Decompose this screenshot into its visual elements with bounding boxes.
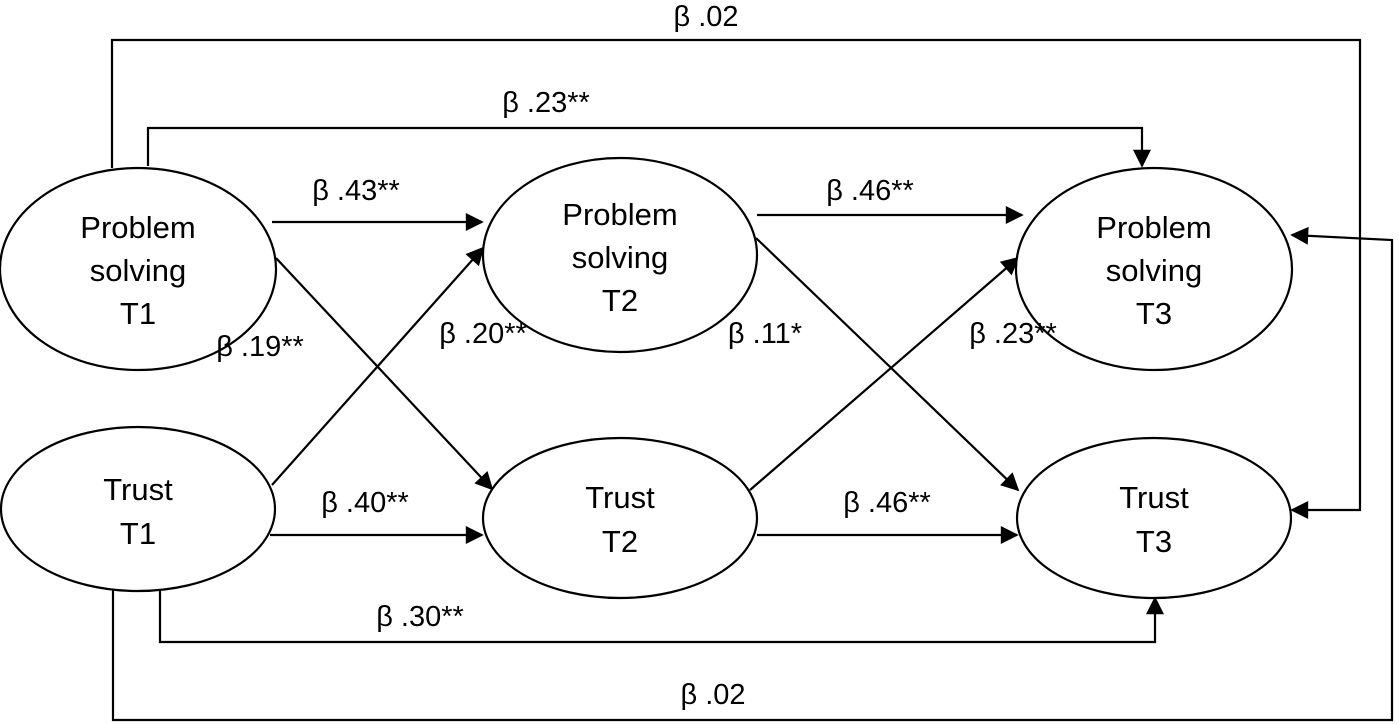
path-tr1-ps3-line (111, 226, 1394, 722)
coef-ps2-ps3: β .46** (826, 175, 914, 207)
coef-tr2-tr3: β .46** (843, 487, 931, 519)
node-label-line: Problem (562, 197, 677, 232)
coef-ps1-ps3: β .23** (502, 87, 590, 119)
node-label-line: solving (572, 240, 669, 275)
path-tr2-ps3-line (749, 256, 1020, 491)
node-label-line: T3 (1136, 524, 1172, 559)
path-tr1-ps2-line (271, 246, 485, 486)
coef-ps1-tr2: β .19** (216, 331, 304, 363)
node-label-line: T2 (602, 283, 638, 318)
coef-ps1-tr3: β .02 (673, 1, 738, 33)
node-label-line: Trust (103, 472, 173, 507)
node-trust-t2: Trust T2 (481, 436, 759, 600)
node-label-line: T1 (120, 296, 156, 331)
coef-tr2-ps3: β .23** (969, 318, 1057, 350)
node-problem-solving-t1: Problem solving T1 (0, 166, 278, 372)
node-label-line: solving (1106, 253, 1203, 288)
node-label-line: solving (90, 253, 187, 288)
node-problem-solving-t3: Problem solving T3 (1014, 166, 1294, 372)
node-label-line: T2 (602, 524, 638, 559)
path-ps1-tr2-line (275, 257, 494, 491)
node-label-line: Trust (1119, 480, 1189, 515)
coef-tr1-tr2: β .40** (321, 487, 409, 519)
coef-tr1-ps3: β .02 (680, 679, 745, 711)
node-trust-t1: Trust T1 (0, 425, 277, 593)
coef-tr1-tr3: β .30** (376, 601, 464, 633)
node-label-line: T1 (120, 516, 156, 551)
node-label-line: Problem (80, 210, 195, 245)
node-trust-t3: Trust T3 (1015, 436, 1293, 600)
path-ps1-tr3-line (110, 38, 1362, 519)
coef-tr1-ps2: β .20** (439, 318, 527, 350)
path-ps2-tr3-line (755, 237, 1020, 492)
coef-ps1-ps2: β .43** (312, 175, 400, 207)
path-ps1-ps3-line (146, 126, 1151, 168)
node-label-line: T3 (1136, 296, 1172, 331)
node-problem-solving-t2: Problem solving T2 (481, 156, 759, 354)
node-label-line: Trust (585, 480, 655, 515)
path-tr1-tr3-line (158, 590, 1164, 644)
node-label-line: Problem (1096, 210, 1211, 245)
coef-ps2-tr3: β .11* (728, 318, 802, 350)
